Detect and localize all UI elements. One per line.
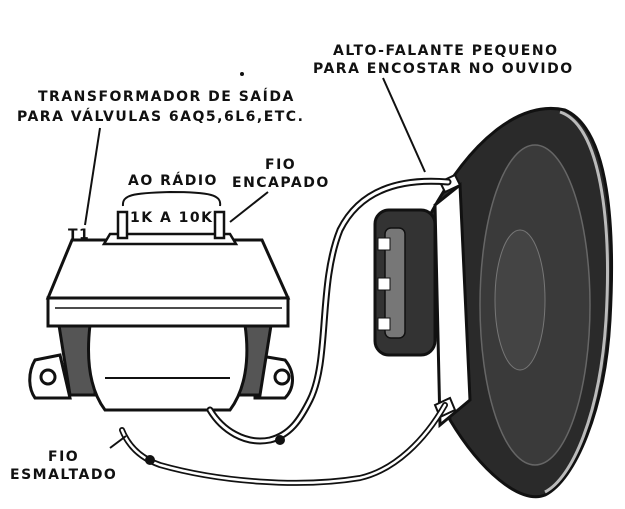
fio-encapado-label-line1: FIO (265, 157, 297, 173)
coil (87, 323, 249, 412)
brace-radio (121, 190, 222, 207)
speaker-frame (433, 181, 472, 429)
wire-enamel-outer (119, 402, 448, 486)
leader-fio-encapado (229, 191, 269, 223)
speaker-dustcap (494, 229, 546, 371)
wire-enamel-inner (120, 403, 447, 485)
wires (119, 177, 452, 486)
leader-fio-esmaltado (109, 435, 127, 449)
fio-encapado-label-line2: ENCAPADO (232, 175, 330, 191)
fio-esmaltado-label-line1: FIO (48, 449, 80, 465)
leader-t1 (84, 127, 101, 226)
core-front (46, 296, 290, 328)
speaker (373, 107, 614, 499)
wire-covered-inner (208, 179, 450, 443)
wire-joint-bottom (145, 455, 155, 465)
wire-joint-top (275, 435, 285, 445)
transformer-label-line2: PARA VÁLVULAS 6AQ5,6L6,ETC. (17, 109, 305, 125)
speaker-label-line2: PARA ENCOSTAR NO OUVIDO (313, 61, 574, 77)
speaker-label-line1: ALTO-FALANTE PEQUENO (333, 43, 559, 59)
speaker-rim (544, 110, 609, 494)
transformer (28, 210, 294, 412)
terminal-plate (101, 232, 239, 246)
radio-label: AO RÁDIO (128, 173, 218, 189)
core-top-face (45, 238, 291, 300)
impedance-label: 1K A 10K (130, 210, 214, 226)
terminal-post-left (116, 210, 129, 240)
leader-speaker (382, 77, 426, 173)
leader-lines (84, 77, 426, 449)
terminal-post-right (213, 210, 226, 240)
fio-esmaltado-label-line2: ESMALTADO (10, 467, 118, 483)
t1-label: T1 (68, 227, 91, 243)
transformer-label-line1: TRANSFORMADOR DE SAÍDA (38, 89, 295, 105)
